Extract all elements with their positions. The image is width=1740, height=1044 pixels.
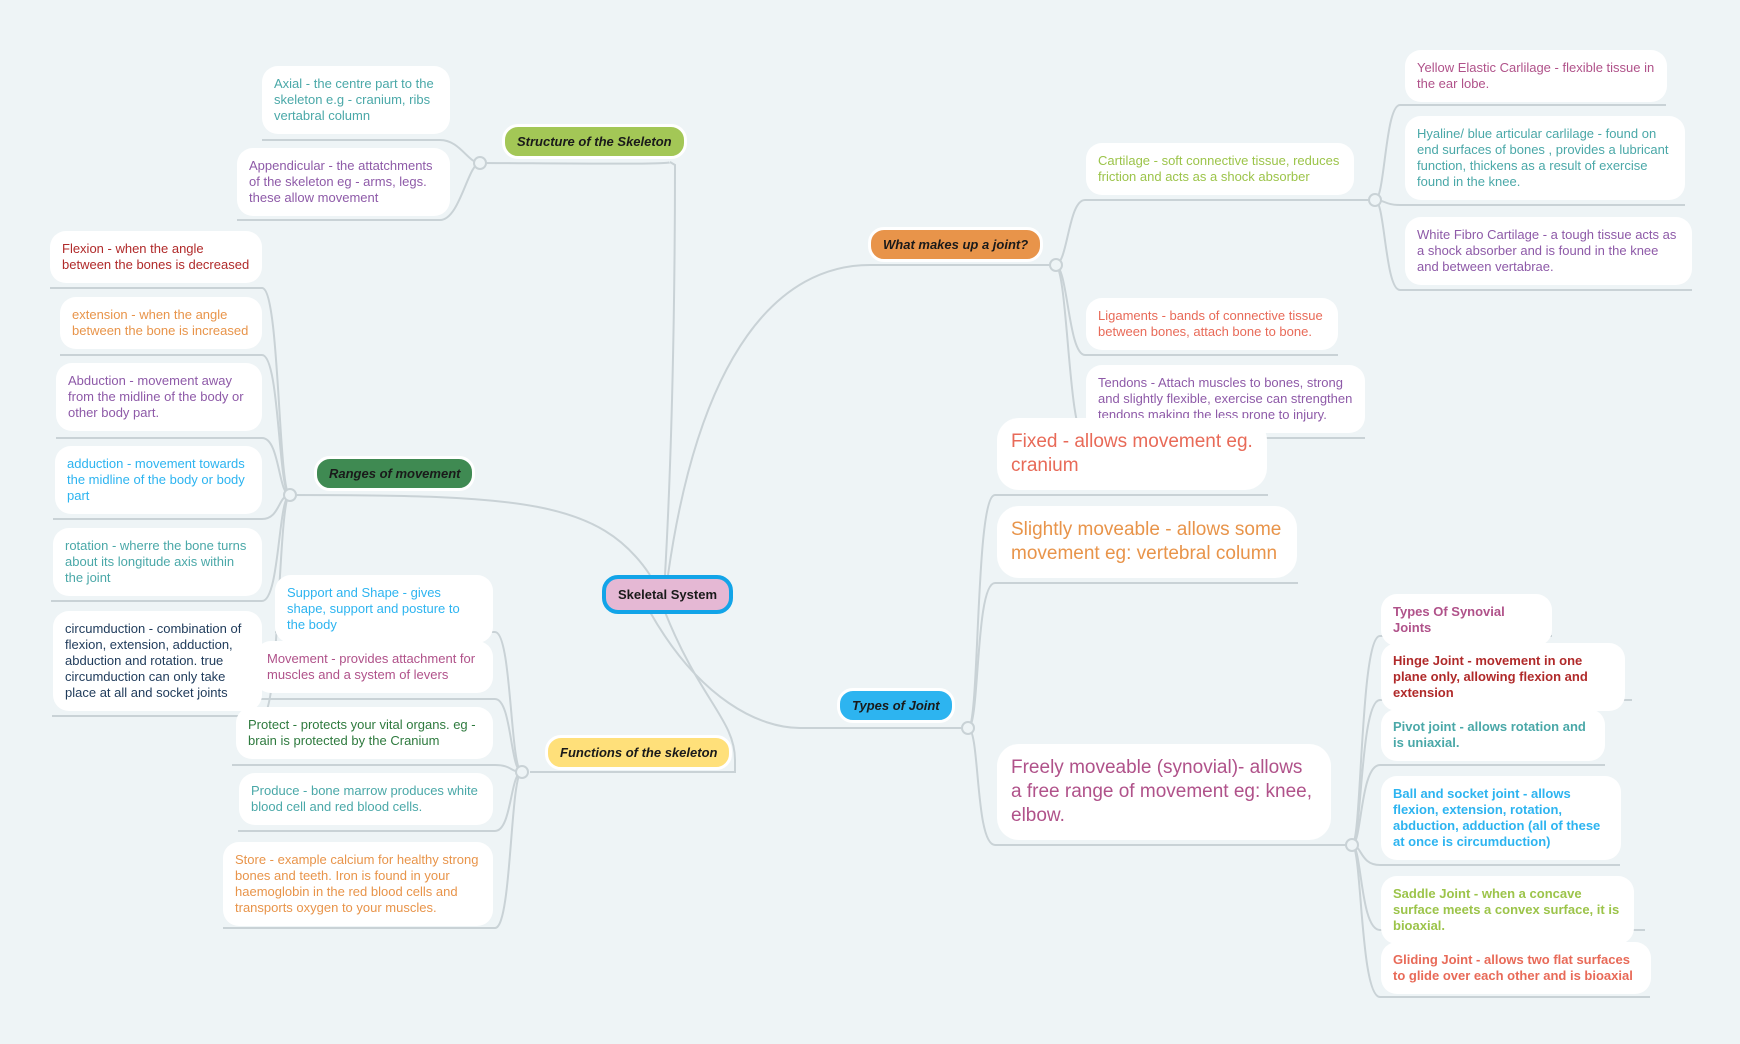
range-item[interactable]: circumduction - combination of flexion, … <box>53 611 262 711</box>
range-item[interactable]: Flexion - when the angle between the bon… <box>50 231 262 283</box>
synovial-item[interactable]: Ball and socket joint - allows flexion, … <box>1381 776 1621 860</box>
range-item[interactable]: Abduction - movement away from the midli… <box>56 363 262 431</box>
topic-joint-makeup[interactable]: What makes up a joint? <box>868 227 1044 262</box>
range-item[interactable]: adduction - movement towards the midline… <box>55 446 262 514</box>
type-item[interactable]: Fixed - allows movement eg. cranium <box>997 418 1267 490</box>
topic-functions[interactable]: Functions of the skeleton <box>545 735 733 770</box>
joint-item[interactable]: Cartilage - soft connective tissue, redu… <box>1086 143 1354 195</box>
function-item[interactable]: Support and Shape - gives shape, support… <box>275 575 493 643</box>
structure-item[interactable]: Appendicular - the attatchments of the s… <box>237 148 450 216</box>
central-topic[interactable]: Skeletal System <box>602 575 734 614</box>
topic-ranges[interactable]: Ranges of movement <box>314 456 476 491</box>
type-item[interactable]: Freely moveable (synovial)- allows a fre… <box>997 744 1331 840</box>
cartilage-item[interactable]: Yellow Elastic Carlilage - flexible tiss… <box>1405 50 1667 102</box>
structure-item[interactable]: Axial - the centre part to the skeleton … <box>262 66 450 134</box>
cartilage-item[interactable]: White Fibro Cartilage - a tough tissue a… <box>1405 217 1692 285</box>
synovial-item[interactable]: Types Of Synovial Joints <box>1381 594 1552 646</box>
synovial-item[interactable]: Hinge Joint - movement in one plane only… <box>1381 643 1625 711</box>
function-item[interactable]: Protect - protects your vital organs. eg… <box>236 707 493 759</box>
topic-types[interactable]: Types of Joint <box>837 688 955 723</box>
range-item[interactable]: extension - when the angle between the b… <box>60 297 262 349</box>
joint-item[interactable]: Ligaments - bands of connective tissue b… <box>1086 298 1338 350</box>
cartilage-item[interactable]: Hyaline/ blue articular carlilage - foun… <box>1405 116 1685 200</box>
range-item[interactable]: rotation - wherre the bone turns about i… <box>53 528 262 596</box>
topic-structure[interactable]: Structure of the Skeleton <box>502 124 687 159</box>
function-item[interactable]: Movement - provides attachment for muscl… <box>255 641 493 693</box>
function-item[interactable]: Store - example calcium for healthy stro… <box>223 842 493 926</box>
synovial-item[interactable]: Gliding Joint - allows two flat surfaces… <box>1381 942 1651 994</box>
function-item[interactable]: Produce - bone marrow produces white blo… <box>239 773 493 825</box>
synovial-item[interactable]: Saddle Joint - when a concave surface me… <box>1381 876 1634 944</box>
type-item[interactable]: Slightly moveable - allows some movement… <box>997 506 1297 578</box>
synovial-item[interactable]: Pivot joint - allows rotation and is uni… <box>1381 709 1605 761</box>
